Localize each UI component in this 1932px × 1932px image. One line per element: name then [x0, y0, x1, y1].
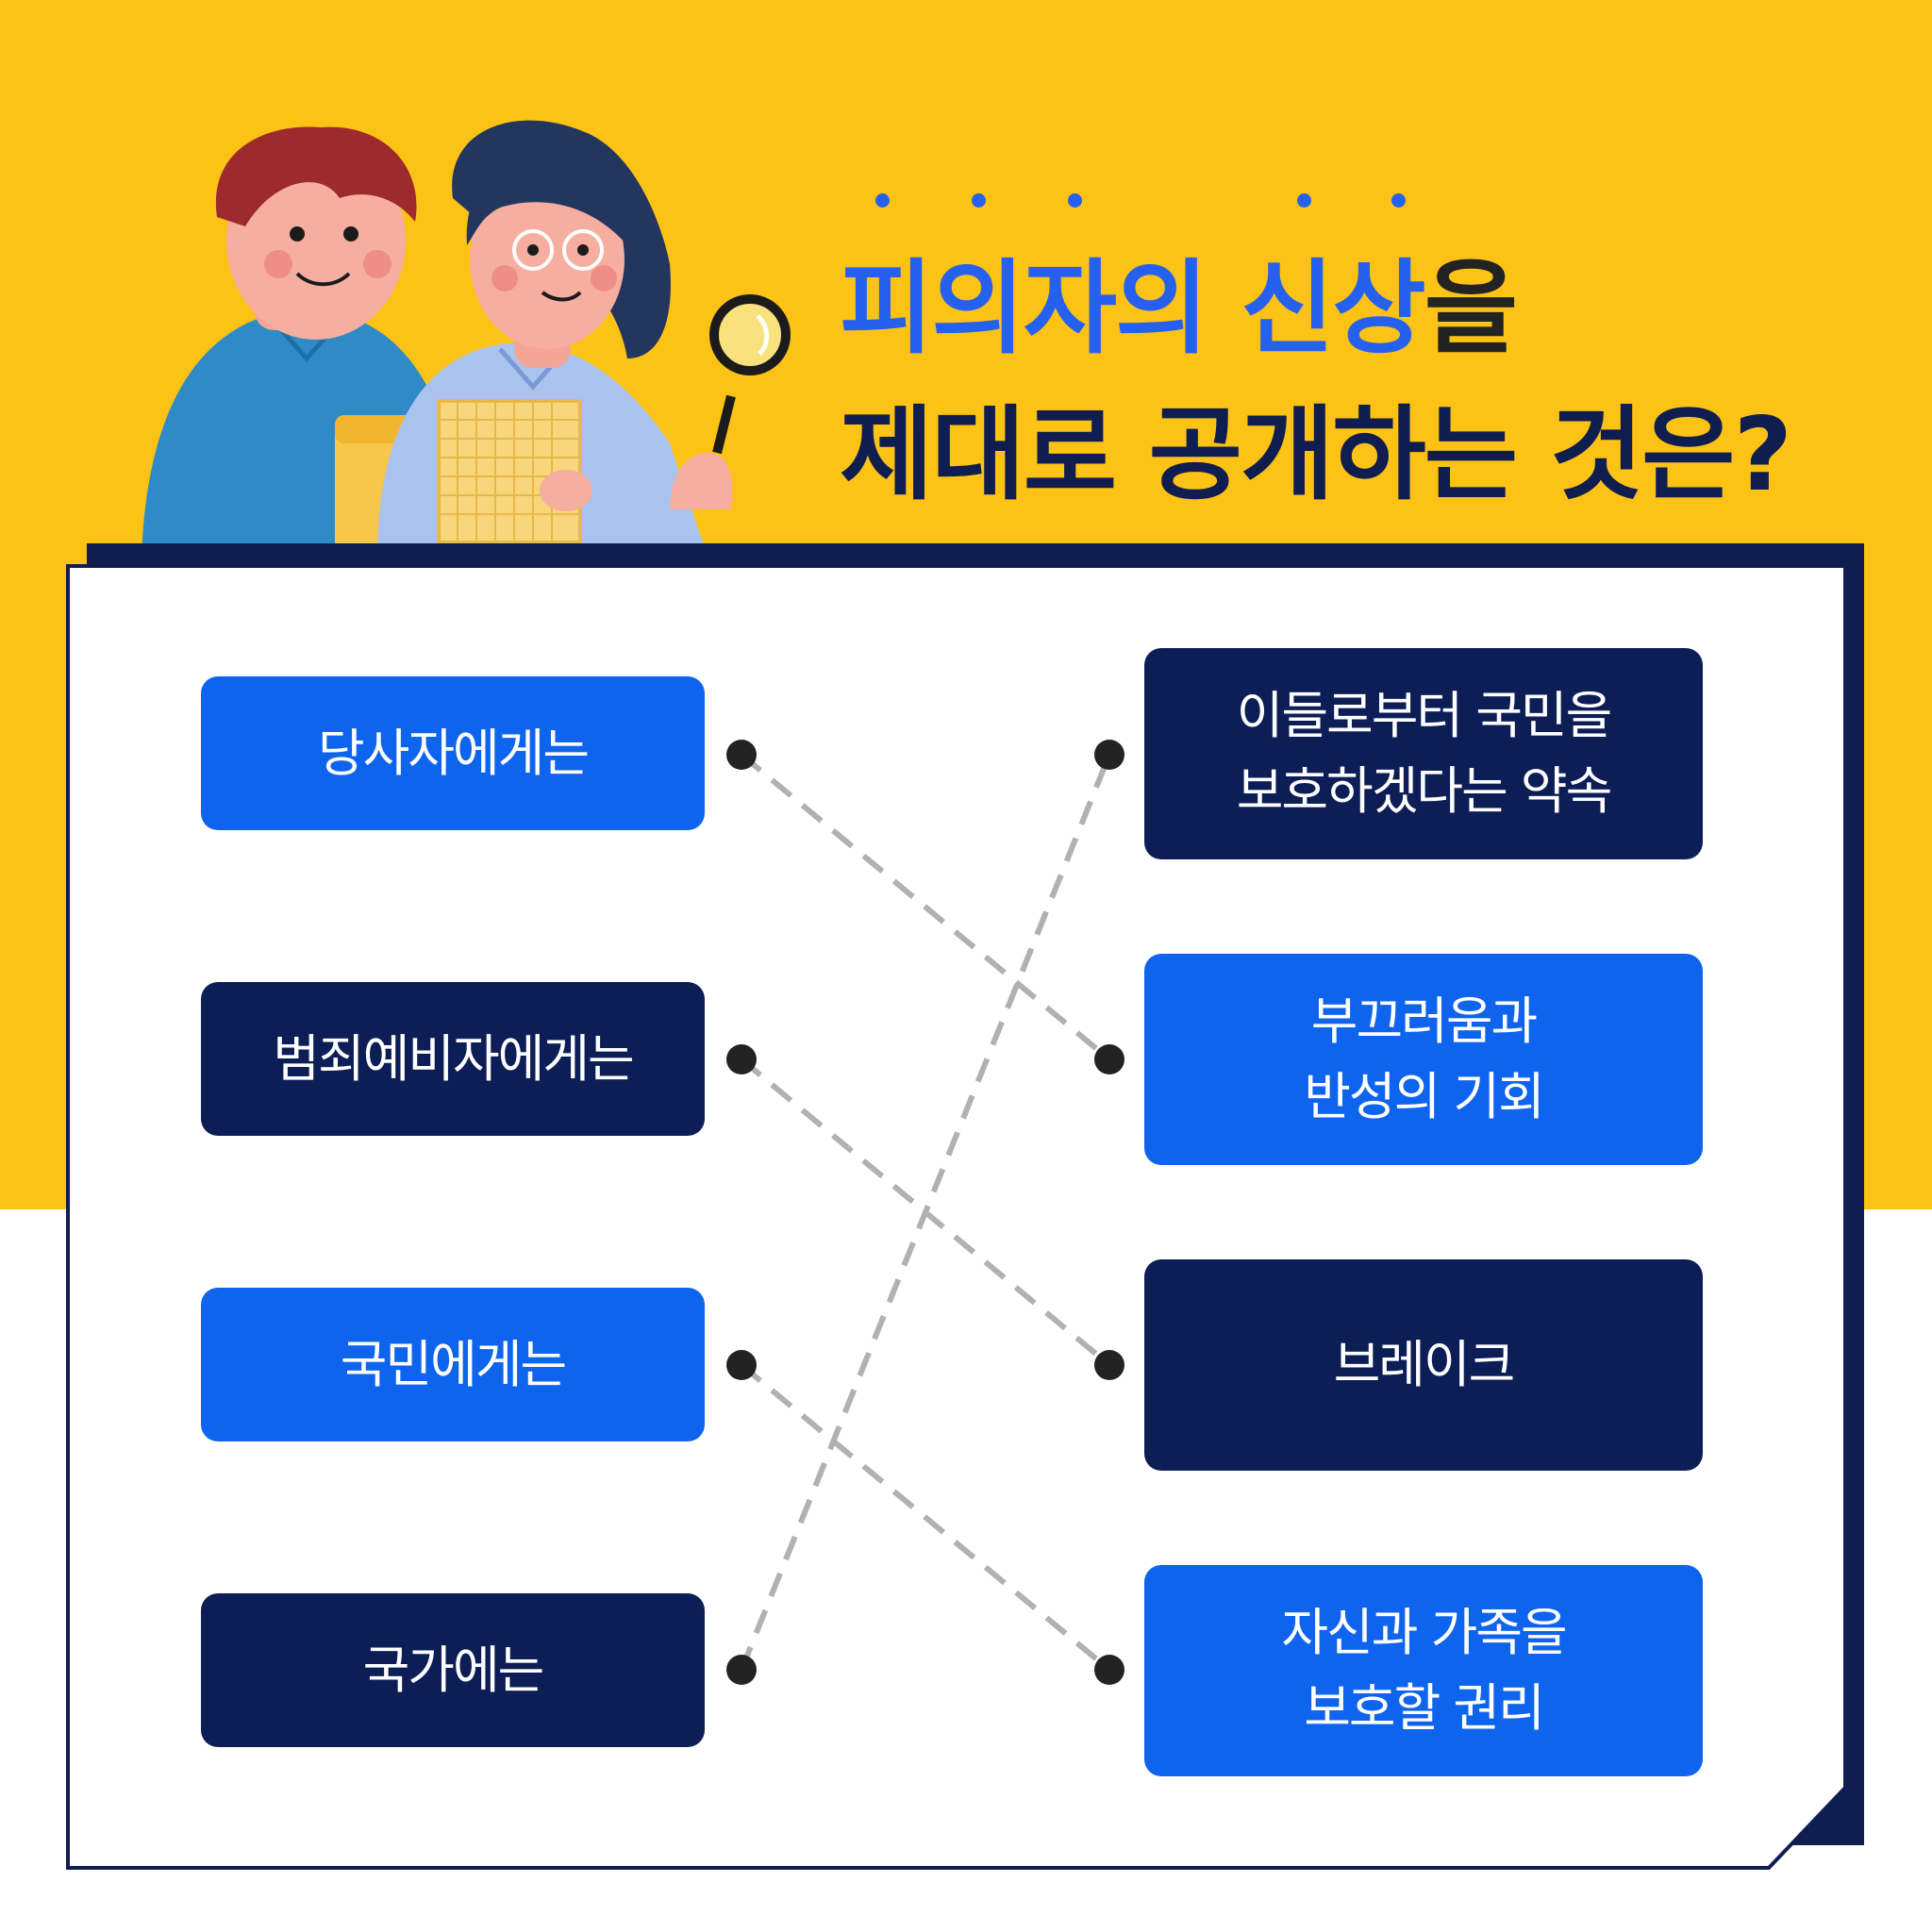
page-title-line2: 제대로 공개하는 것은?	[840, 396, 1792, 514]
left-item-card[interactable]: 국가에는	[201, 1593, 705, 1747]
emphasis-dot	[875, 193, 890, 208]
left-item-label: 국가에는	[362, 1640, 545, 1700]
right-item-label: 자신과 가족을 보호할 권리	[1281, 1603, 1567, 1738]
left-item-card[interactable]: 당사자에게는	[201, 676, 705, 830]
left-item-label: 국민에게는	[340, 1334, 567, 1394]
right-item-card[interactable]: 이들로부터 국민을 보호하겠다는 약속	[1144, 648, 1703, 859]
left-item-card[interactable]: 범죄예비자에게는	[201, 982, 705, 1136]
right-item-card[interactable]: 부끄러움과 반성의 기회	[1144, 954, 1703, 1165]
right-item-card[interactable]: 브레이크	[1144, 1259, 1703, 1471]
emphasis-dot	[1068, 193, 1082, 208]
page-title-line1: 피의자의 신상을	[840, 226, 1518, 374]
right-item-label: 부끄러움과 반성의 기회	[1304, 991, 1545, 1126]
title-highlight-suspect: 피의자의	[840, 250, 1208, 368]
emphasis-dot	[1297, 193, 1311, 208]
left-item-card[interactable]: 국민에게는	[201, 1288, 705, 1441]
right-item-card[interactable]: 자신과 가족을 보호할 권리	[1144, 1565, 1703, 1776]
emphasis-dot	[1391, 193, 1406, 208]
title-particle: 을	[1424, 250, 1518, 368]
people-with-magnifier-illustration	[142, 120, 791, 557]
emphasis-dot	[972, 193, 986, 208]
right-item-label: 이들로부터 국민을 보호하겠다는 약속	[1236, 686, 1613, 821]
title-highlight-identity: 신상	[1241, 250, 1426, 368]
right-item-label: 브레이크	[1333, 1335, 1516, 1394]
left-item-label: 당사자에게는	[317, 723, 590, 783]
left-item-label: 범죄예비자에게는	[273, 1028, 634, 1089]
